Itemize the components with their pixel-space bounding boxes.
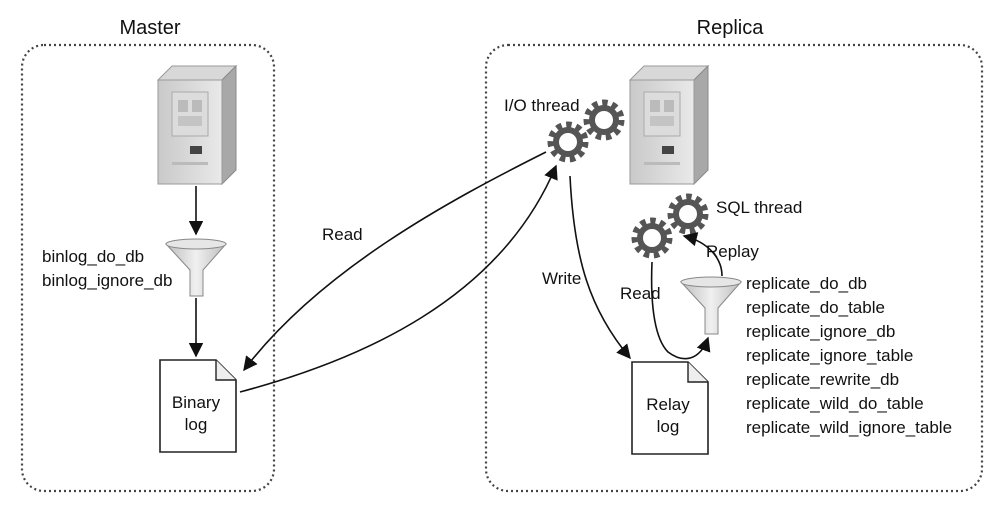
replay-edge [682,232,723,277]
replicate-filter-label: replicate_ignore_db [746,322,895,341]
read-edges [239,151,558,393]
read-edge-label: Read [322,225,363,244]
relay-read-edge-label: Read [620,284,661,303]
relay-log-line2: log [657,417,680,436]
replicate-filter-funnel-icon [679,276,743,335]
master-title: Master [119,17,180,39]
relay-log-document-icon: Relay log [631,361,709,455]
replicate-filter-list: replicate_do_db replicate_do_table repli… [746,274,952,437]
binlog-do-db-label: binlog_do_db [42,247,144,266]
relay-log-line1: Relay [646,395,690,414]
replica-panel: Replica I/O thread [484,17,984,493]
replica-server-icon [628,64,710,186]
binary-log-line1: Binary [172,393,221,412]
sql-thread-gears-icon [631,193,709,259]
replicate-filter-label: replicate_do_db [746,274,867,293]
master-panel: Master binlog_do_db binlog_ignore_db Bin… [20,17,276,493]
binary-log-line2: log [185,415,208,434]
master-server-icon [156,64,238,186]
binary-log-document-icon: Binary log [159,359,237,453]
replicate-filter-label: replicate_wild_do_table [746,394,924,413]
relay-read-edge [650,261,711,360]
binlog-filter-funnel-icon [164,238,228,297]
replay-edge-label: Replay [706,242,759,261]
replica-title: Replica [697,17,765,39]
binlog-ignore-db-label: binlog_ignore_db [42,271,172,290]
replicate-filter-label: replicate_do_table [746,298,885,317]
write-edge [569,175,631,360]
io-thread-gears-icon [547,99,625,163]
write-edge-label: Write [542,269,581,288]
replicate-filter-label: replicate_rewrite_db [746,370,899,389]
replicate-filter-label: replicate_wild_ignore_table [746,418,952,437]
io-thread-label: I/O thread [504,96,580,115]
sql-thread-label: SQL thread [716,198,802,217]
replicate-filter-label: replicate_ignore_table [746,346,913,365]
